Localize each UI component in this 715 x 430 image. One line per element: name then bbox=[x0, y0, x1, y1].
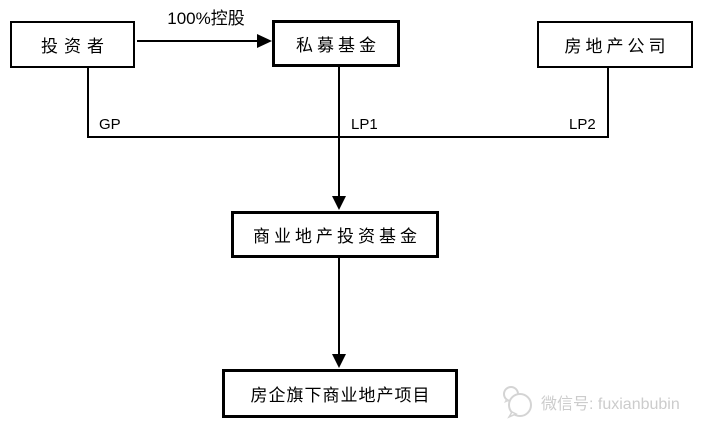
node-project-label: 房企旗下商业地产项目 bbox=[250, 386, 431, 405]
node-private-fund-label: 私募基金 bbox=[296, 36, 380, 55]
node-project: 房企旗下商业地产项目 bbox=[222, 369, 458, 418]
wechat-icon bbox=[503, 386, 532, 419]
watermark-wechat-id: 微信号: fuxianbubin bbox=[541, 396, 680, 413]
edge-label-100-percent-control: 100%控股 bbox=[167, 9, 245, 28]
arrowhead-down-icon bbox=[332, 354, 346, 368]
watermark: 微信号: fuxianbubin bbox=[496, 384, 680, 420]
node-real-estate-company-label: 房地产公司 bbox=[564, 37, 670, 56]
node-commercial-fund: 商业地产投资基金 bbox=[231, 211, 439, 258]
node-commercial-fund-label: 商业地产投资基金 bbox=[253, 227, 421, 246]
node-private-fund: 私募基金 bbox=[272, 20, 400, 67]
node-real-estate-company: 房地产公司 bbox=[537, 21, 693, 68]
edge-label-lp2: LP2 bbox=[569, 116, 596, 133]
arrowhead-down-icon bbox=[332, 196, 346, 210]
node-investor: 投资者 bbox=[10, 21, 135, 68]
edge-label-lp1: LP1 bbox=[351, 116, 378, 133]
edge-label-gp: GP bbox=[99, 116, 121, 133]
node-investor-label: 投资者 bbox=[41, 37, 110, 56]
arrowhead-right-icon bbox=[257, 34, 272, 48]
